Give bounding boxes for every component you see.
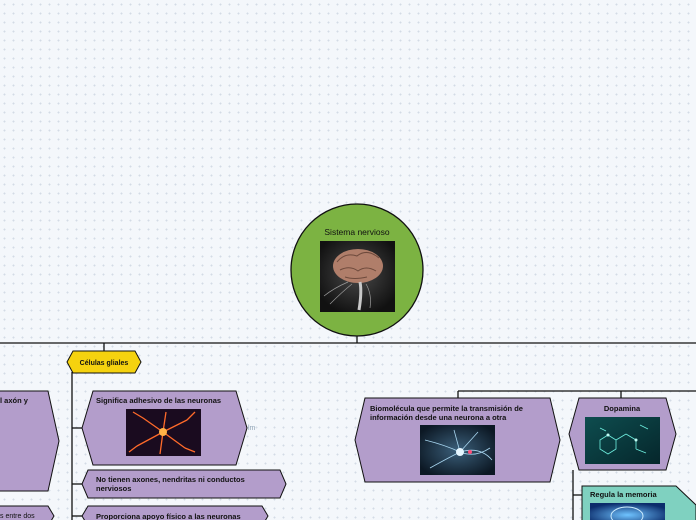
brain-image <box>320 241 395 312</box>
glial-item-adhesive[interactable]: Significa adhesivo de las neuronas <box>81 390 248 466</box>
neurotransmitter-topic[interactable]: Biomolécula que permite la transmisión d… <box>354 397 561 483</box>
glial-item-no-axons[interactable]: No tienen axones, nendritas ni conductos… <box>81 469 287 499</box>
glial-item-no-axons-line1: No tienen axones, nendritas ni conductos <box>96 475 245 484</box>
connector-lines <box>0 334 696 520</box>
dopamine-topic[interactable]: Dopamina <box>568 397 677 471</box>
glial-item-no-axons-line2: nerviosos <box>96 484 131 493</box>
glial-cells-topic[interactable]: Células gliales <box>66 350 142 374</box>
glial-item-support-text: Proporciona apoyo físico a las neuronas <box>96 512 241 520</box>
glial-item-adhesive-text: Significa adhesivo de las neuronas <box>96 396 221 405</box>
glial-cells-image <box>126 409 201 456</box>
neuron-network-image <box>420 425 495 475</box>
left-partial-node-bottom[interactable]: s entre dos <box>0 505 55 520</box>
memory-topic[interactable]: Regula la memoria <box>581 485 696 520</box>
brain-glow-image <box>590 503 665 520</box>
left-partial-node-top[interactable]: l axón y <box>0 390 60 492</box>
neurotransmitter-line1: Biomolécula que permite la transmisión d… <box>370 404 523 413</box>
glial-item-support[interactable]: Proporciona apoyo físico a las neuronas <box>81 505 269 520</box>
central-topic[interactable]: Sistema nervioso <box>290 203 424 337</box>
glial-cells-label: Células gliales <box>80 360 129 367</box>
left-partial-top-text: l axón y <box>0 396 29 405</box>
neurotransmitter-line2: información desde una neurona a otra <box>370 413 507 422</box>
dopamine-label: Dopamina <box>604 404 641 413</box>
stray-mark: lm <box>248 425 256 432</box>
molecule-image <box>585 417 660 464</box>
left-partial-bottom-text: s entre dos <box>0 513 35 520</box>
memory-label: Regula la memoria <box>590 490 658 499</box>
central-topic-title: Sistema nervioso <box>324 227 389 237</box>
